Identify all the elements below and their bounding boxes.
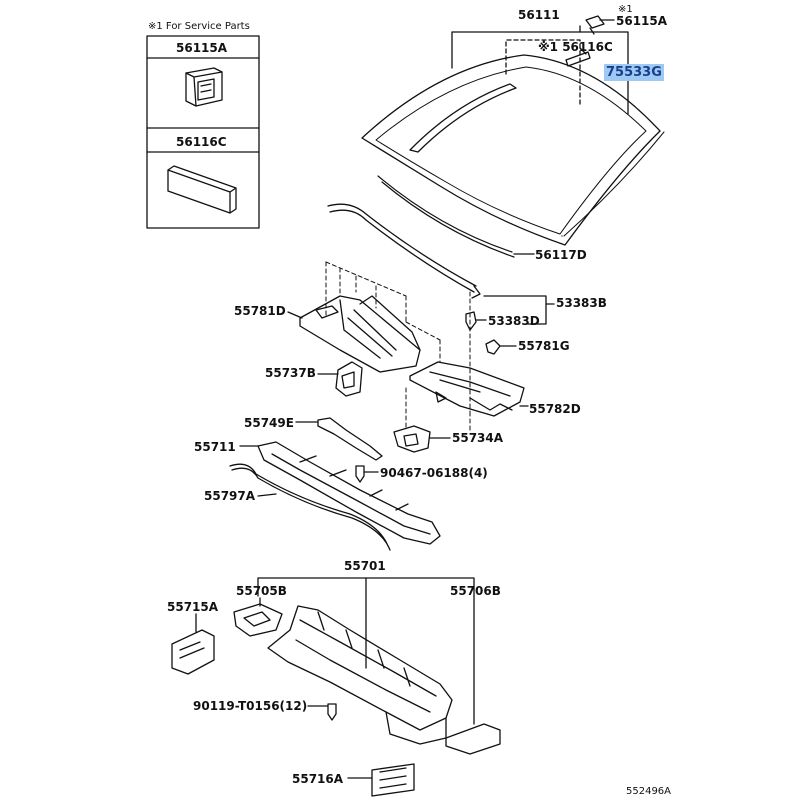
label-90467[interactable]: 90467-06188(4) (380, 466, 488, 480)
windshield-group (361, 15, 665, 258)
cowl-panel-left (299, 295, 421, 373)
cowl-panel-right (409, 361, 525, 417)
bracket-55705b (233, 603, 283, 637)
label-55797a[interactable]: 55797A (204, 489, 256, 503)
side-panel-55715a (171, 629, 215, 675)
bracket-55706b (445, 723, 501, 755)
label-55705b[interactable]: 55705B (236, 584, 287, 598)
service-part-56116c: 56116C (176, 135, 227, 149)
label-56117d[interactable]: 56117D (535, 248, 587, 262)
label-56115a[interactable]: 56115A (616, 14, 668, 28)
service-parts-box (146, 35, 260, 229)
label-55737b[interactable]: 55737B (265, 366, 316, 380)
label-55782d[interactable]: 55782D (529, 402, 581, 416)
label-75533g[interactable]: 75533G (604, 64, 664, 81)
catalog-number: 552496A (626, 786, 672, 797)
weatherstrip (327, 203, 481, 299)
cowl-reinforcement (257, 441, 441, 545)
label-55716a[interactable]: 55716A (292, 772, 344, 786)
label-mark-1: ※1 (618, 4, 633, 15)
label-56116c[interactable]: ※1 56116C (538, 40, 613, 54)
seal-55749e (317, 417, 383, 461)
label-55706b[interactable]: 55706B (450, 584, 501, 598)
main-cowl-panel (267, 605, 453, 745)
label-55711[interactable]: 55711 (194, 440, 236, 454)
bracket-55737b (335, 361, 363, 397)
label-55734a[interactable]: 55734A (452, 431, 504, 445)
service-part-56115a: 56115A (176, 41, 228, 55)
label-53383b[interactable]: 53383B (556, 296, 607, 310)
label-55749e[interactable]: 55749E (244, 416, 294, 430)
wire-55797a (229, 463, 391, 551)
label-55781d[interactable]: 55781D (234, 304, 286, 318)
label-55701[interactable]: 55701 (344, 559, 386, 573)
bracket-55734a (393, 425, 431, 453)
label-55715a[interactable]: 55715A (167, 600, 219, 614)
label-56111[interactable]: 56111 (518, 8, 560, 22)
service-box-title: ※1 For Service Parts (148, 21, 250, 32)
label-90119[interactable]: 90119-T0156(12) (193, 699, 308, 713)
panel-55716a (371, 763, 415, 797)
label-53383d[interactable]: 53383D (488, 314, 540, 328)
label-55781g[interactable]: 55781G (518, 339, 570, 353)
